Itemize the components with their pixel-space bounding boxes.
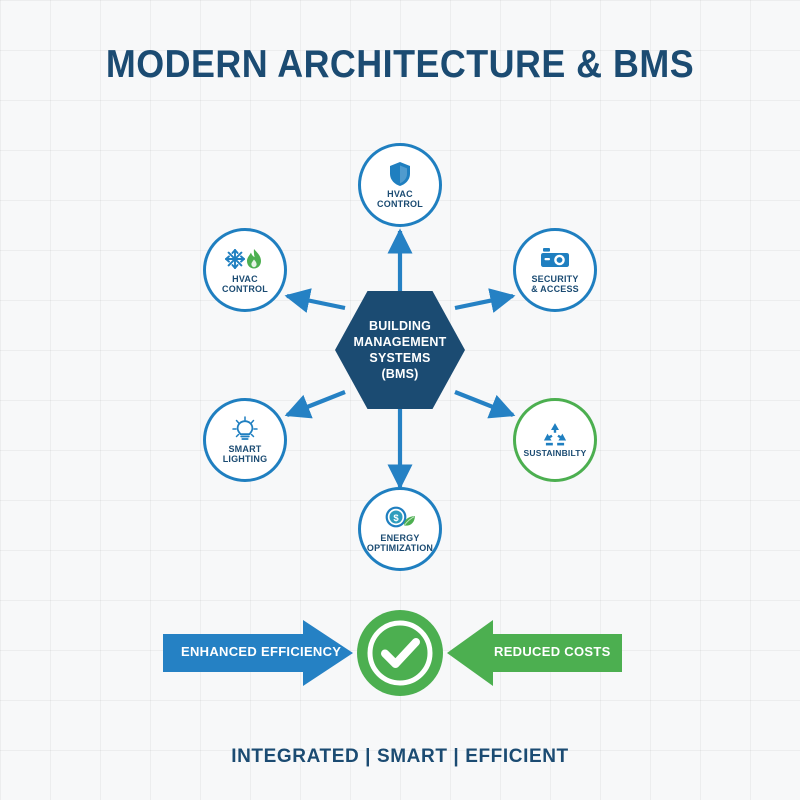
node-label: SECURITY & ACCESS [531,273,579,294]
connector-upper-left [284,288,346,313]
connector-lower-left [284,390,346,419]
reduced-costs-arrow[interactable]: REDUCED COSTS [447,620,622,686]
node-hvac-control-top[interactable]: HVAC CONTROL [358,143,442,227]
enhanced-efficiency-label: ENHANCED EFFICIENCY [181,644,342,659]
node-label: SMART LIGHTING [222,443,268,464]
node-energy-optimization[interactable]: $ ENERGY OPTIMIZATION [358,487,442,571]
node-label: HVAC CONTROL [377,188,423,209]
node-label: SUSTAINBILTY [523,448,587,459]
page-title: MODERN ARCHITECTURE & BMS [105,43,695,86]
node-sustainability[interactable]: SUSTAINBILTY [513,398,597,482]
cctv-camera-icon [540,246,570,272]
core-hexagon[interactable]: BUILDING MANAGEMENT SYSTEMS (BMS) [335,291,465,409]
svg-text:$: $ [393,513,399,524]
node-smart-lighting[interactable]: SMART LIGHTING [203,398,287,482]
lightbulb-icon [231,415,259,442]
node-hvac-control-left[interactable]: HVAC CONTROL [203,228,287,312]
footer-tagline: INTEGRATED | SMART | EFFICIENT [231,746,569,767]
recycle-icon [541,421,569,447]
check-circle-icon[interactable] [357,610,443,696]
node-label: ENERGY OPTIMIZATION [366,532,434,553]
enhanced-efficiency-arrow[interactable]: ENHANCED EFFICIENCY [163,620,353,686]
shield-icon [388,161,412,187]
connector-lower-right [454,390,516,419]
coin-leaf-icon: $ [383,505,417,531]
connector-upper-right [454,288,516,313]
node-label: HVAC CONTROL [222,273,268,294]
reduced-costs-label: REDUCED COSTS [494,644,611,659]
core-label: BUILDING MANAGEMENT SYSTEMS (BMS) [353,319,447,381]
node-security-access[interactable]: SECURITY & ACCESS [513,228,597,312]
snowflake-flame-icon [224,246,266,272]
